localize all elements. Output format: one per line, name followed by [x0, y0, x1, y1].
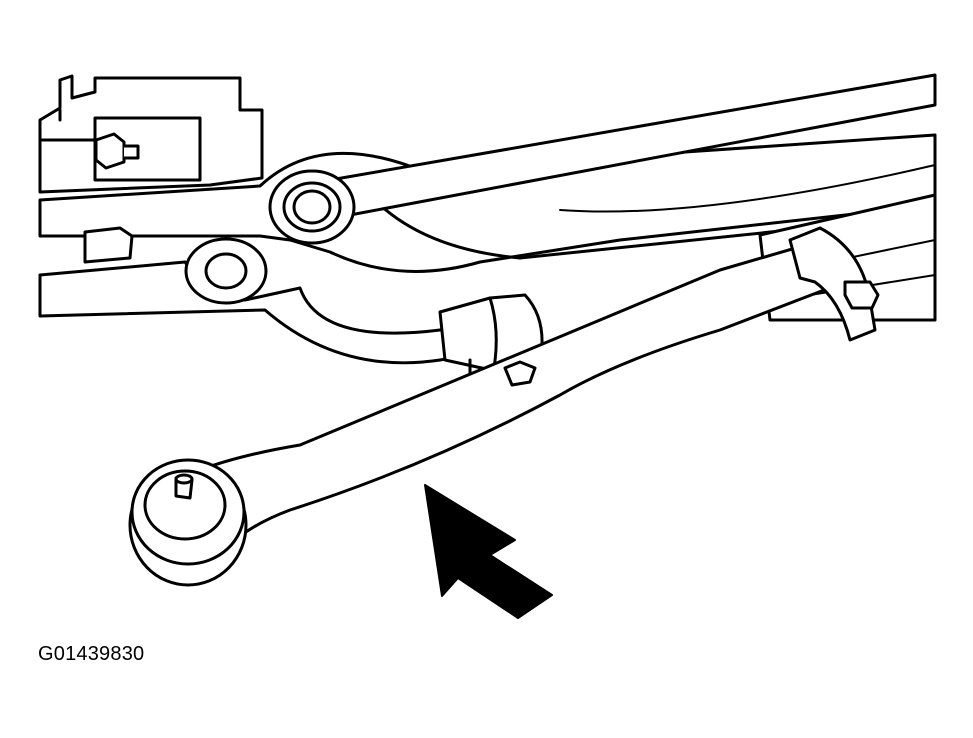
arm-nut — [503, 360, 537, 387]
lower-bushing — [184, 237, 268, 305]
upper-bushing — [268, 169, 356, 245]
frame-rail — [38, 133, 937, 273]
rubber-sleeve — [438, 293, 544, 382]
clamp-band — [788, 226, 880, 342]
rail-clip — [83, 226, 134, 264]
upper-bracket — [38, 74, 264, 194]
ball-joint — [128, 458, 248, 587]
figure-id-label: G01439830 — [38, 643, 145, 665]
bracket-nut — [94, 132, 140, 170]
callout-arrow — [424, 484, 553, 619]
lower-link-arm — [198, 236, 847, 547]
